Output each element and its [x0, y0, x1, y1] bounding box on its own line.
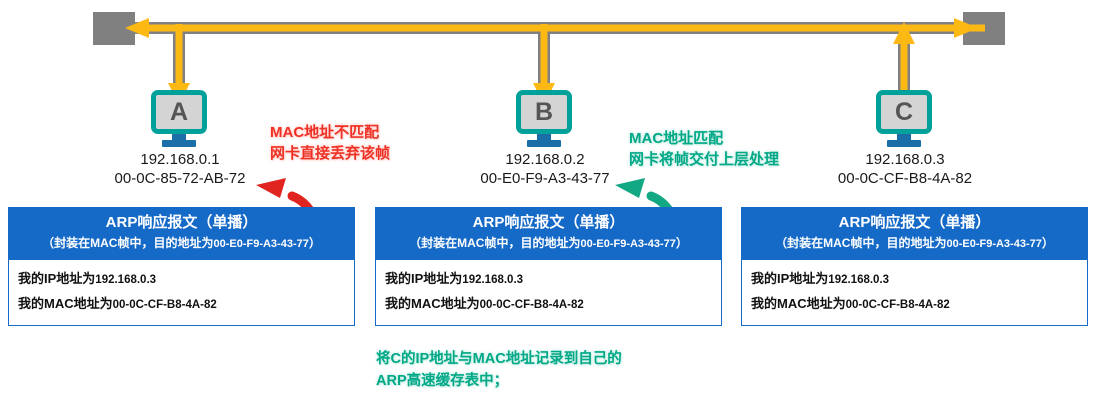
host-b-mac: 00-E0-F9-A3-43-77	[480, 170, 610, 187]
arp-response-panel-c-subtitle-mac: 00-E0-F9-A3-43-77	[946, 238, 1042, 250]
arp-response-panel-b[interactable]: ARP响应报文（单播） （封装在MAC帧中，目的地址为00-E0-F9-A3-4…	[375, 207, 722, 326]
host-c-mac: 00-0C-CF-B8-4A-82	[837, 170, 973, 187]
arp-response-panel-a-subtitle-prefix: （封装在MAC帧中，目的地址为	[42, 236, 214, 250]
arp-response-panel-a[interactable]: ARP响应报文（单播） （封装在MAC帧中，目的地址为00-E0-F9-A3-4…	[8, 207, 355, 326]
annotation-mac-mismatch-line2: 网卡直接丢弃该帧	[270, 145, 391, 162]
arp-response-panel-a-row-ip-value: 192.168.0.3	[95, 274, 157, 286]
arp-response-panel-b-body: 我的IP地址为192.168.0.3 我的MAC地址为00-0C-CF-B8-4…	[375, 260, 722, 326]
arp-response-panel-b-row-mac-label: 我的MAC地址为	[385, 296, 480, 311]
arp-response-panel-c-title: ARP响应报文（单播）	[838, 214, 991, 231]
host-b-address-label: 192.168.0.2 00-E0-F9-A3-43-77	[459, 150, 631, 189]
arp-response-panel-a-row-ip: 我的IP地址为192.168.0.3	[18, 267, 345, 292]
bus-right-terminator	[963, 12, 1005, 45]
host-c-ip: 192.168.0.3	[865, 151, 945, 168]
arp-response-panel-b-subtitle-suffix: ）	[675, 236, 688, 250]
arp-response-panel-c-subtitle-suffix: ）	[1041, 236, 1054, 250]
arp-response-panel-b-row-ip-value: 192.168.0.3	[462, 274, 524, 286]
arp-response-panel-b-header: ARP响应报文（单播） （封装在MAC帧中，目的地址为00-E0-F9-A3-4…	[375, 207, 722, 260]
arp-response-panel-c-body: 我的IP地址为192.168.0.3 我的MAC地址为00-0C-CF-B8-4…	[741, 260, 1088, 326]
arp-response-panel-a-title: ARP响应报文（单播）	[105, 214, 258, 231]
arp-response-panel-a-subtitle-mac: 00-E0-F9-A3-43-77	[213, 238, 309, 250]
host-a[interactable]: A	[151, 90, 207, 147]
arp-response-panel-b-row-ip: 我的IP地址为192.168.0.3	[385, 267, 712, 292]
arp-response-panel-c-row-mac-value: 00-0C-CF-B8-4A-82	[845, 299, 950, 311]
host-b-letter: B	[534, 97, 554, 126]
arp-response-panel-a-row-ip-label: 我的IP地址为	[18, 271, 96, 286]
host-c-stand-neck	[897, 134, 911, 140]
arp-response-panel-c-row-ip: 我的IP地址为192.168.0.3	[751, 267, 1078, 292]
host-a-address-label: 192.168.0.1 00-0C-85-72-AB-72	[95, 150, 265, 189]
host-a-stand-base	[162, 140, 196, 147]
arp-response-panel-c-row-mac-label: 我的MAC地址为	[751, 296, 846, 311]
arp-cache-note-line1: 将C的IP地址与MAC地址记录到自己的	[376, 351, 622, 367]
host-b-stand-neck	[537, 134, 551, 140]
annotation-mac-match-line1: MAC地址匹配	[629, 130, 724, 147]
arp-response-panel-c-row-ip-label: 我的IP地址为	[751, 271, 829, 286]
arp-response-panel-a-row-mac: 我的MAC地址为00-0C-CF-B8-4A-82	[18, 292, 345, 317]
arp-response-panel-b-title: ARP响应报文（单播）	[472, 214, 625, 231]
arp-response-panel-c-subtitle: （封装在MAC帧中，目的地址为00-E0-F9-A3-43-77）	[745, 234, 1084, 254]
arp-response-panel-a-row-mac-label: 我的MAC地址为	[18, 296, 113, 311]
host-b-screen: B	[516, 90, 572, 134]
host-b-stand-base	[527, 140, 561, 147]
arp-response-panel-c-header: ARP响应报文（单播） （封装在MAC帧中，目的地址为00-E0-F9-A3-4…	[741, 207, 1088, 260]
arp-response-panel-a-header: ARP响应报文（单播） （封装在MAC帧中，目的地址为00-E0-F9-A3-4…	[8, 207, 355, 260]
arp-cache-note-line2: ARP高速缓存表中；	[376, 373, 509, 389]
bus-left-terminator	[93, 12, 135, 45]
arp-response-panel-c-row-mac: 我的MAC地址为00-0C-CF-B8-4A-82	[751, 292, 1078, 317]
arp-response-panel-c[interactable]: ARP响应报文（单播） （封装在MAC帧中，目的地址为00-E0-F9-A3-4…	[741, 207, 1088, 326]
signal-arrow-left	[125, 18, 985, 38]
arp-response-panel-b-subtitle-mac: 00-E0-F9-A3-43-77	[580, 238, 676, 250]
arp-response-panel-b-row-mac-value: 00-0C-CF-B8-4A-82	[479, 299, 584, 311]
signal-arrow-right	[954, 18, 978, 38]
host-a-screen: A	[151, 90, 207, 134]
host-c[interactable]: C	[876, 90, 932, 147]
annotation-mac-match: MAC地址匹配 网卡将帧交付上层处理	[629, 128, 779, 170]
arp-response-panel-a-subtitle: （封装在MAC帧中，目的地址为00-E0-F9-A3-43-77）	[12, 234, 351, 254]
arp-response-panel-b-row-ip-label: 我的IP地址为	[385, 271, 463, 286]
annotation-mac-mismatch-line1: MAC地址不匹配	[270, 124, 380, 141]
arp-response-panel-b-row-mac: 我的MAC地址为00-0C-CF-B8-4A-82	[385, 292, 712, 317]
host-a-mac: 00-0C-85-72-AB-72	[114, 170, 246, 187]
host-a-letter: A	[169, 97, 189, 126]
arp-cache-note: 将C的IP地址与MAC地址记录到自己的 ARP高速缓存表中；	[376, 348, 622, 392]
arp-response-panel-a-subtitle-suffix: ）	[308, 236, 321, 250]
bus-backbone	[120, 22, 980, 34]
host-c-screen: C	[876, 90, 932, 134]
host-c-stand-base	[887, 140, 921, 147]
arp-response-panel-c-subtitle-prefix: （封装在MAC帧中，目的地址为	[775, 236, 947, 250]
arp-response-panel-c-row-ip-value: 192.168.0.3	[828, 274, 890, 286]
host-c-letter: C	[894, 97, 914, 126]
host-b-ip: 192.168.0.2	[505, 151, 585, 168]
annotation-mac-mismatch: MAC地址不匹配 网卡直接丢弃该帧	[270, 122, 390, 164]
host-a-ip: 192.168.0.1	[140, 151, 220, 168]
host-c-address-label: 192.168.0.3 00-0C-CF-B8-4A-82	[820, 150, 990, 189]
arp-response-panel-a-row-mac-value: 00-0C-CF-B8-4A-82	[112, 299, 217, 311]
annotation-mac-match-line2: 网卡将帧交付上层处理	[629, 151, 780, 168]
arp-response-panel-a-body: 我的IP地址为192.168.0.3 我的MAC地址为00-0C-CF-B8-4…	[8, 260, 355, 326]
arp-response-panel-b-subtitle: （封装在MAC帧中，目的地址为00-E0-F9-A3-43-77）	[379, 234, 718, 254]
host-a-stand-neck	[172, 134, 186, 140]
arp-response-panel-b-subtitle-prefix: （封装在MAC帧中，目的地址为	[409, 236, 581, 250]
host-b[interactable]: B	[516, 90, 572, 147]
